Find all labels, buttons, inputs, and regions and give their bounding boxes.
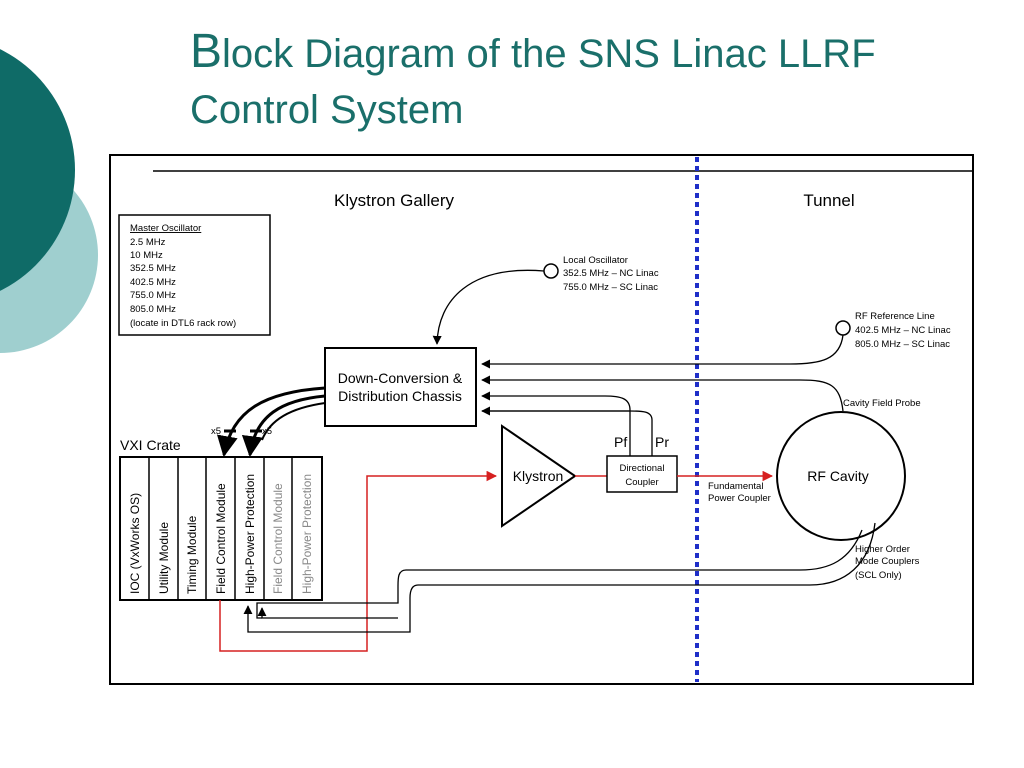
mo-line: (locate in DTL6 rack row) <box>130 318 236 329</box>
hpp-input-arrow <box>257 607 398 619</box>
master-oscillator-heading: Master Oscillator <box>130 223 201 234</box>
rf-reference-line-text: 402.5 MHz – NC Linac <box>855 325 951 336</box>
local-oscillator-port <box>543 263 559 279</box>
lo-to-chassis-line <box>432 269 545 345</box>
slide-title: Block Diagram of the SNS Linac LLRF Cont… <box>190 24 876 138</box>
pf-label: Pf <box>614 434 627 450</box>
cavity-probe-to-chassis-line <box>481 375 844 412</box>
module-timing: Timing Module <box>185 515 199 594</box>
directional-coupler <box>606 455 678 493</box>
mo-line: 10 MHz <box>130 250 163 261</box>
x5-right-label: x5 <box>262 426 272 437</box>
pf-to-chassis-line <box>481 391 631 456</box>
local-oscillator-line: 352.5 MHz – NC Linac <box>563 268 659 279</box>
x5-left-label: x5 <box>211 426 221 437</box>
vxi-slot-dividers <box>148 457 293 600</box>
module-ioc: IOC (VxWorks OS) <box>128 493 142 594</box>
local-oscillator-line: 755.0 MHz – SC Linac <box>563 282 658 293</box>
rf-reference-line-text: RF Reference Line <box>855 311 935 322</box>
pr-to-chassis-line <box>482 410 653 456</box>
tunnel-label: Tunnel <box>803 191 854 210</box>
diagram-frame <box>109 154 974 685</box>
module-high-power-protection-spare: High-Power Protection <box>300 474 314 594</box>
deco-dark-circle <box>0 49 75 291</box>
hom-to-hpp-arrow <box>256 610 262 619</box>
vxi-crate <box>119 456 323 601</box>
title-line-1: Block Diagram of the SNS Linac LLRF <box>190 25 876 78</box>
vxi-crate-label: VXI Crate <box>120 437 181 453</box>
fundamental-coupler-line: Power Coupler <box>708 493 771 504</box>
down-conversion-line: Distribution Chassis <box>338 388 462 404</box>
mo-line: 805.0 MHz <box>130 304 176 315</box>
title-line-2: Control System <box>190 88 464 132</box>
mo-line: 402.5 MHz <box>130 277 176 288</box>
chassis-to-hpp-arrow <box>241 394 326 458</box>
klystron-label: Klystron <box>513 468 564 484</box>
directional-coupler-line: Coupler <box>625 477 658 488</box>
hom-to-hpp-line-1 <box>256 529 863 610</box>
rf-cavity <box>776 411 906 541</box>
chassis-to-field-control-arrow <box>216 386 326 458</box>
rf-reference-port <box>835 320 851 336</box>
mo-line: 755.0 MHz <box>130 290 176 301</box>
master-oscillator-box <box>118 214 271 336</box>
hom-couplers-line: (SCL Only) <box>855 570 902 581</box>
fundamental-coupler-line: Fundamental <box>708 481 763 492</box>
rf-cavity-label: RF Cavity <box>807 468 868 484</box>
mo-line: 352.5 MHz <box>130 263 176 274</box>
down-conversion-line: Down-Conversion & <box>338 370 463 386</box>
klystron-amplifier <box>501 424 577 528</box>
directional-coupler-line: Directional <box>620 463 665 474</box>
mo-line: 2.5 MHz <box>130 237 166 248</box>
chassis-to-hpp-arrow-2 <box>261 402 326 441</box>
slide-decoration <box>0 49 98 353</box>
module-high-power-protection: High-Power Protection <box>243 474 257 594</box>
hom-couplers-line: Higher Order <box>855 544 910 555</box>
pr-label: Pr <box>655 434 669 450</box>
cavity-field-probe-label: Cavity Field Probe <box>843 398 921 409</box>
module-field-control-spare: Field Control Module <box>271 483 285 594</box>
rf-drive-path <box>219 470 498 652</box>
hom-to-hpp-line-2 <box>243 522 876 633</box>
rf-ref-to-chassis-line <box>481 334 844 369</box>
hom-couplers-line: Mode Couplers <box>855 556 920 567</box>
module-field-control: Field Control Module <box>214 483 228 594</box>
klystron-gallery-label: Klystron Gallery <box>334 191 454 210</box>
down-conversion-chassis <box>324 347 477 427</box>
module-utility: Utility Module <box>157 522 171 594</box>
local-oscillator-line: Local Oscillator <box>563 255 628 266</box>
rf-reference-line-text: 805.0 MHz – SC Linac <box>855 339 950 350</box>
